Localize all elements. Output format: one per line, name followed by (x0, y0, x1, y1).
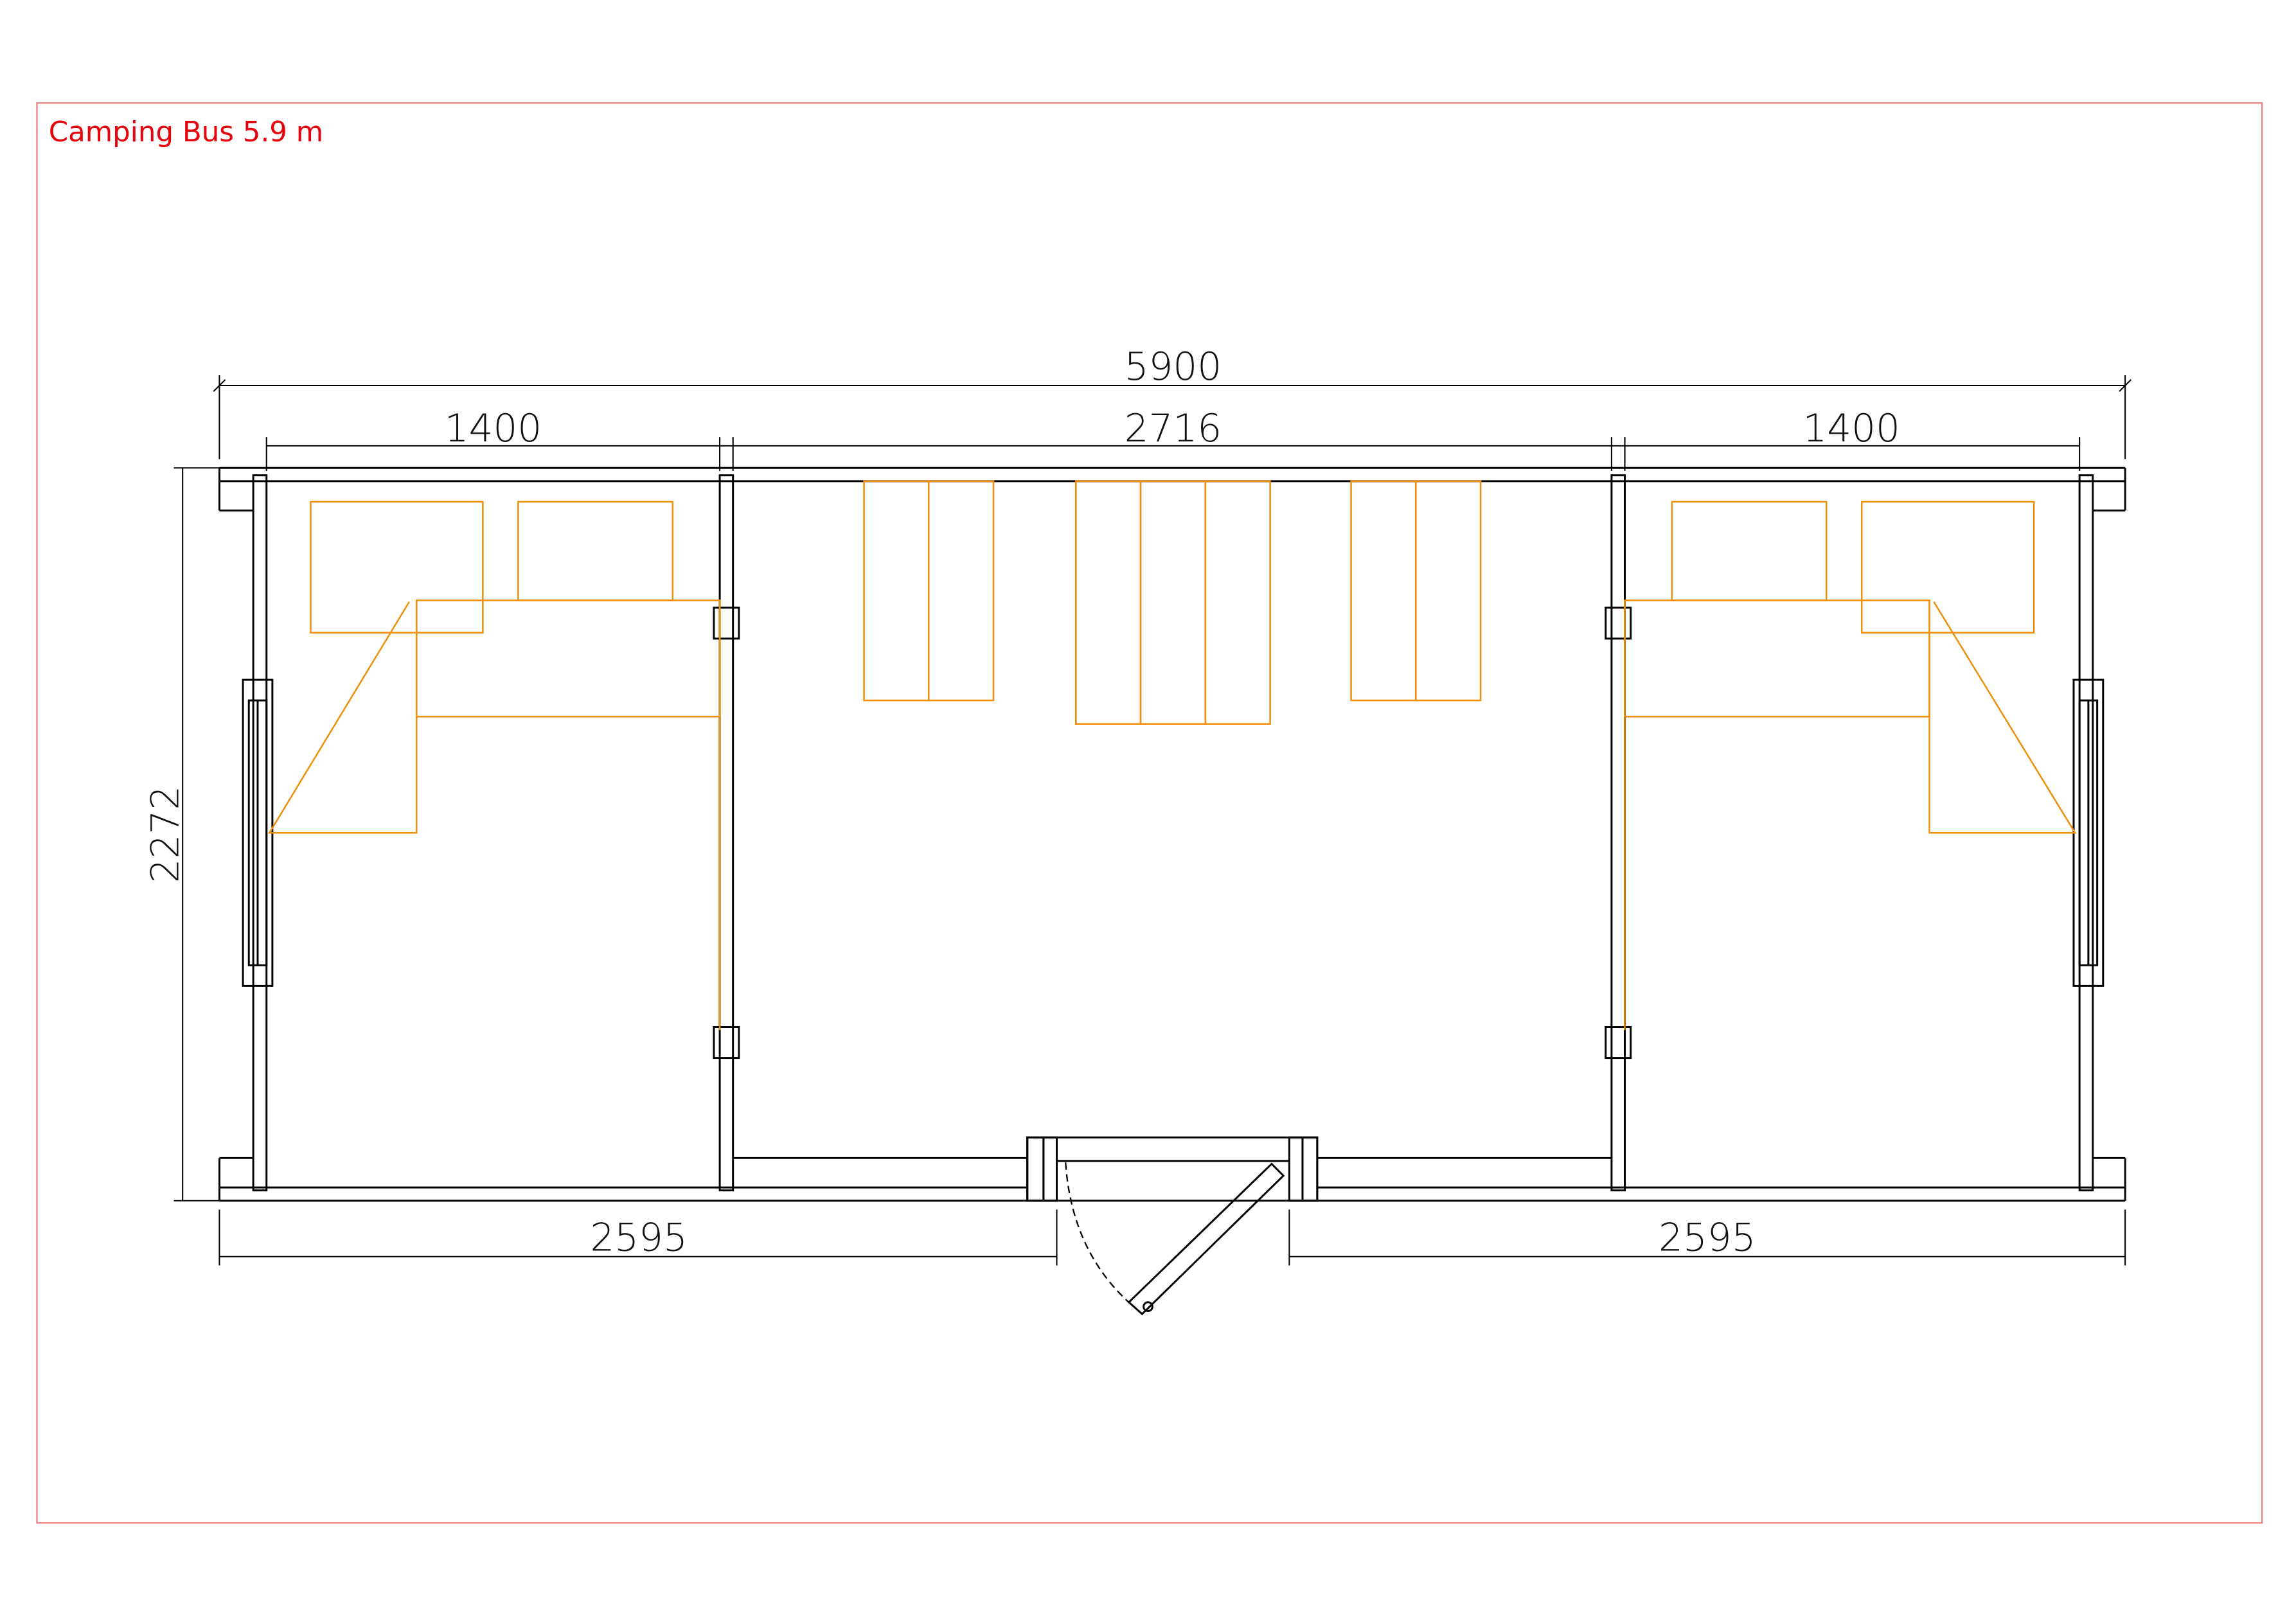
dimension-rooms: 1400 2716 1400 (265, 407, 2081, 471)
right-window (2072, 678, 2105, 987)
dimension-label-bottom-right: 2595 (1659, 1216, 1756, 1261)
entry-door (1026, 1136, 1319, 1316)
outer-walls (218, 466, 2126, 1202)
dimension-overall: 5900 (213, 345, 2132, 459)
drawing-title: Camping Bus 5.9 m (49, 116, 323, 148)
dimension-label-left-room: 1400 (445, 407, 542, 451)
left-bedroom-furniture (268, 501, 721, 1031)
dimension-label-bottom-left: 2595 (590, 1216, 688, 1261)
dimension-bottom: 2595 2595 (218, 1209, 2126, 1266)
dimension-label-overall: 5900 (1125, 345, 1222, 389)
wall-posts (252, 474, 2094, 1192)
dimension-label-middle-room: 2716 (1125, 407, 1222, 451)
left-window (242, 678, 274, 987)
dimension-label-width: 2272 (143, 786, 188, 883)
dimension-width: 2272 (143, 467, 220, 1202)
middle-cabinets (863, 480, 1482, 725)
drawing-frame (36, 102, 2263, 1524)
door-swing-arc (1065, 1162, 1131, 1304)
dimension-label-right-room: 1400 (1802, 407, 1900, 451)
right-bedroom-furniture (1624, 501, 2077, 1031)
